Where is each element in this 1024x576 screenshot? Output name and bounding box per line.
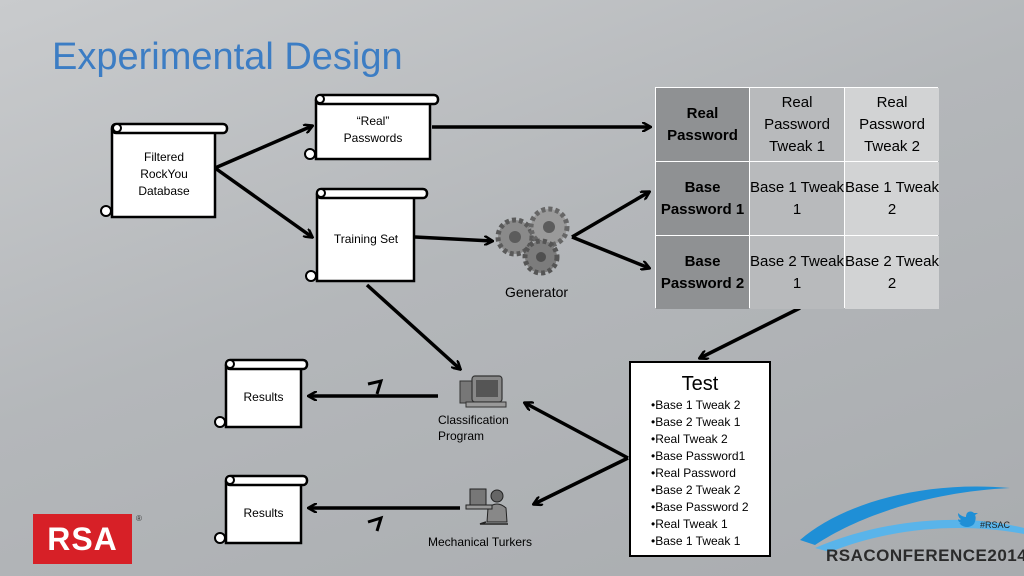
list-item: •Base 2 Tweak 2: [651, 483, 741, 497]
registered-mark: ®: [136, 514, 142, 523]
slide-title: Experimental Design: [52, 36, 403, 78]
list-item: •Base 2 Tweak 1: [651, 415, 741, 429]
results-scroll-2: [214, 474, 309, 545]
grid-cell: Base 2 Tweak 1: [750, 236, 844, 309]
grid-cell: Real Password: [656, 88, 749, 161]
hashtag-label: #RSAC: [980, 520, 1011, 530]
computer-icon: [459, 375, 507, 408]
generator-label: Generator: [505, 284, 569, 300]
person-at-computer-icon: [465, 488, 508, 525]
test-box: Test •Base 1 Tweak 2 •Base 2 Tweak 1 •Re…: [629, 361, 771, 557]
classification-program-label: Classification Program: [438, 413, 509, 443]
list-item: •Real Password: [651, 466, 736, 480]
real-passwords-scroll: [304, 93, 440, 161]
results-scroll-1: [214, 358, 309, 429]
list-item: •Real Tweak 2: [651, 432, 728, 446]
results-label-1: Results: [243, 390, 284, 404]
conference-logo: RSACONFERENCE2014: [826, 546, 1024, 565]
tick-marks: [367, 378, 384, 532]
mechanical-turkers-label: Mechanical Turkers: [428, 535, 533, 549]
conference-swoosh: [800, 486, 1024, 552]
database-label: Filtered RockYou Database: [138, 150, 190, 198]
grid-cell: Real Password Tweak 2: [845, 88, 939, 161]
test-title: Test: [681, 373, 719, 395]
training-set-label: Training Set: [333, 232, 399, 246]
grid-cell: Base 2 Tweak 2: [845, 236, 939, 309]
grid-cell: Base Password 2: [656, 236, 749, 309]
rsa-logo: RSA: [33, 514, 132, 564]
results-label-2: Results: [243, 506, 284, 520]
twitter-icon: [958, 511, 978, 527]
training-set-scroll: [305, 187, 429, 283]
grid-cell: Base 1 Tweak 1: [750, 162, 844, 235]
list-item: •Real Tweak 1: [651, 517, 728, 531]
real-passwords-label: “Real” Passwords: [343, 114, 403, 145]
test-list: •Base 1 Tweak 2 •Base 2 Tweak 1 •Real Tw…: [651, 397, 769, 550]
flow-arrows: [213, 126, 801, 508]
grid-cell: Base 1 Tweak 2: [845, 162, 939, 235]
gears-icon: [495, 206, 570, 276]
list-item: •Base Password 2: [651, 500, 749, 514]
list-item: •Base 1 Tweak 2: [651, 398, 741, 412]
database-scroll: [100, 122, 229, 219]
grid-cell: Real Password Tweak 1: [750, 88, 844, 161]
list-item: •Base Password1: [651, 449, 746, 463]
password-tweak-grid: Real Password Real Password Tweak 1 Real…: [655, 87, 939, 309]
list-item: •Base 1 Tweak 1: [651, 534, 741, 548]
grid-cell: Base Password 1: [656, 162, 749, 235]
